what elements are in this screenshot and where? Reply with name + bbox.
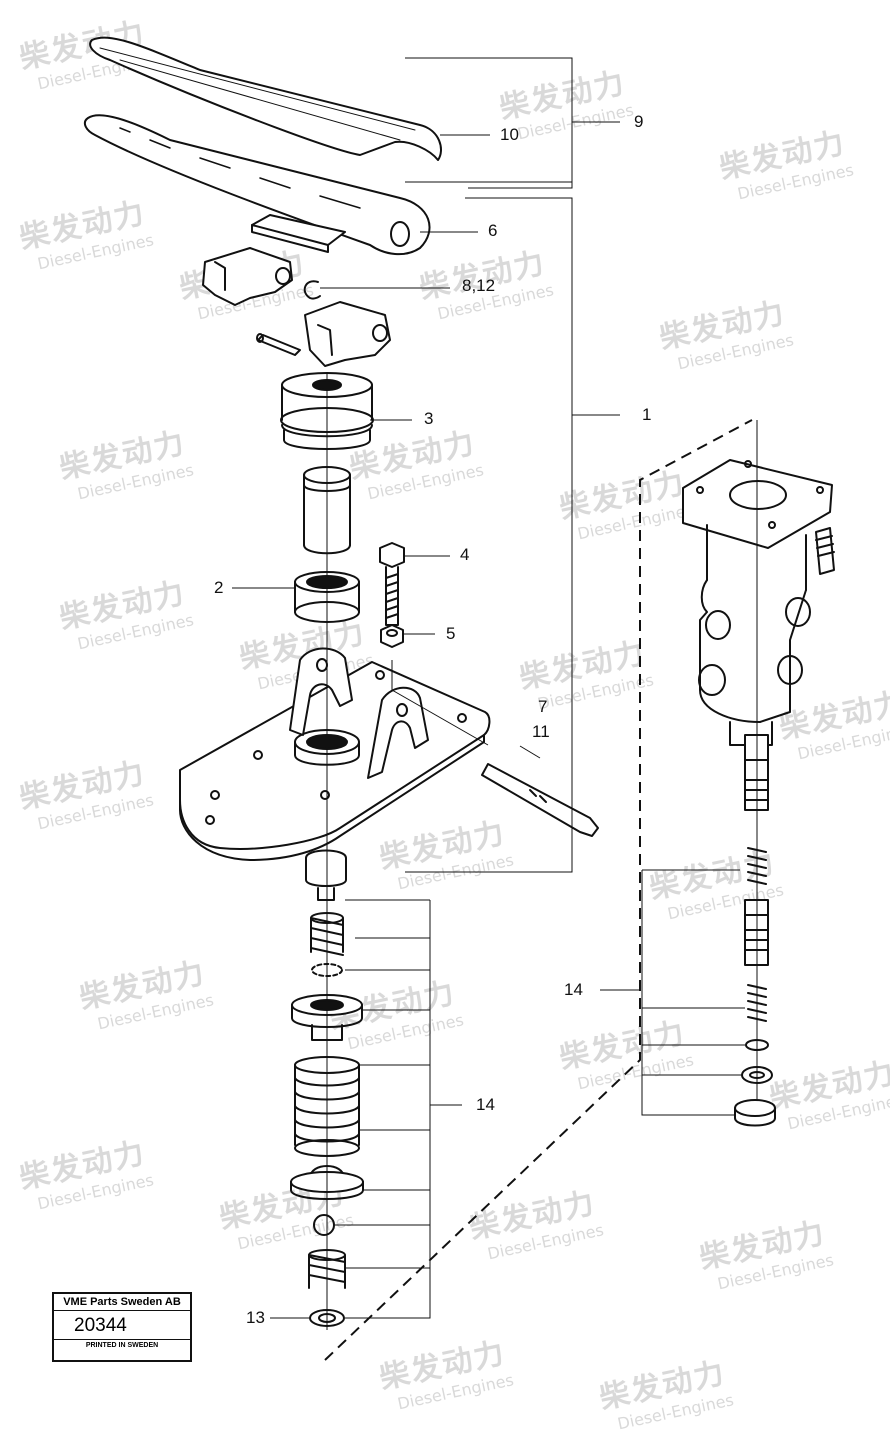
callout-4: 4 <box>460 545 470 564</box>
circlip-part-8-12 <box>303 280 321 300</box>
bracket-1 <box>405 197 573 873</box>
leader-pin <box>391 660 489 746</box>
bracket-14-right <box>641 869 740 1116</box>
callout-1: 1 <box>642 405 652 424</box>
callout-13: 13 <box>246 1308 265 1327</box>
bracket-14-left <box>345 900 431 1319</box>
seal-ring-part-2 <box>294 571 360 623</box>
callout-10: 10 <box>500 125 519 144</box>
valve-plug <box>734 1099 776 1127</box>
dashed-assembly-link <box>324 419 753 1361</box>
bracket-9 <box>405 57 573 189</box>
nut-part-5 <box>380 624 404 648</box>
parts-stamp: VME Parts Sweden AB 20344 PRINTED IN SWE… <box>52 1292 192 1362</box>
bolt-part-4 <box>379 542 405 626</box>
callout-9: 9 <box>634 112 644 131</box>
stamp-company: VME Parts Sweden AB <box>54 1294 190 1311</box>
ball <box>313 1214 335 1236</box>
callout-5: 5 <box>446 624 456 643</box>
rubber-pad <box>251 214 346 253</box>
callout-14-left: 14 <box>476 1095 495 1114</box>
callout-14-right: 14 <box>564 980 583 999</box>
stamp-number: 20344 <box>74 1315 127 1336</box>
callout-2: 2 <box>214 578 224 597</box>
stamp-printed: PRINTED IN SWEDEN <box>54 1339 190 1351</box>
callout-7: 7 <box>538 697 548 716</box>
pedal-pad-part-10 <box>89 36 442 161</box>
hinge-block-right <box>304 301 391 367</box>
valve-mounting-bolt <box>815 527 835 575</box>
callout-11: 11 <box>532 722 550 741</box>
callout-8-12: 8,12 <box>462 276 496 295</box>
pedal-lever-part-6 <box>83 114 431 256</box>
callout-3: 3 <box>424 409 434 428</box>
pivot-pin-part-7-11 <box>481 763 599 837</box>
callout-6: 6 <box>488 221 498 240</box>
hinge-pin <box>256 333 301 356</box>
valve-cap <box>305 849 347 901</box>
hinge-block-left <box>202 247 293 306</box>
